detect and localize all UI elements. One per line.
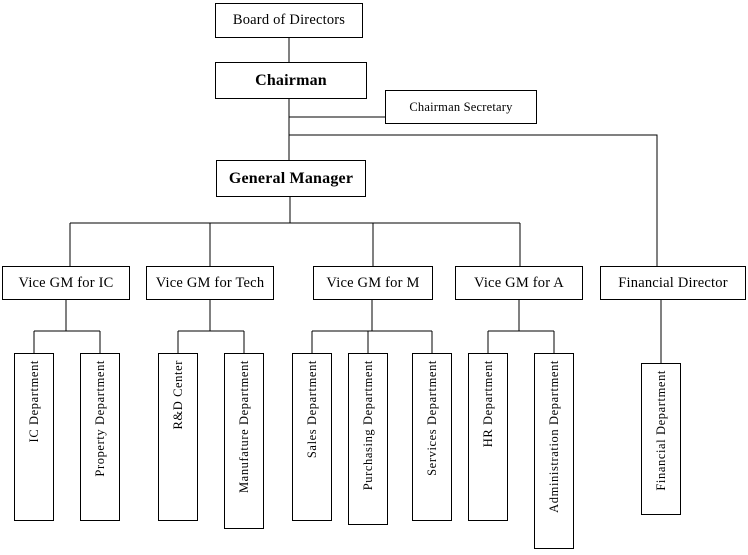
node-label-dept_ic: IC Department xyxy=(26,360,41,443)
node-label-secretary: Chairman Secretary xyxy=(409,99,513,114)
node-label-chairman: Chairman xyxy=(255,71,327,89)
node-dept_serv[interactable]: Services Department xyxy=(412,353,452,521)
node-label-dept_serv: Services Department xyxy=(424,360,439,476)
node-label-dept_fin: Financial Department xyxy=(653,370,668,491)
node-label-fin_director: Financial Director xyxy=(618,274,728,291)
node-vgm_ic[interactable]: Vice GM for IC xyxy=(2,266,130,300)
node-label-dept_rd: R&D Center xyxy=(170,360,185,430)
node-label-vgm_tech: Vice GM for Tech xyxy=(155,274,265,291)
node-dept_prop[interactable]: Property Department xyxy=(80,353,120,521)
node-secretary[interactable]: Chairman Secretary xyxy=(385,90,537,124)
node-dept_ic[interactable]: IC Department xyxy=(14,353,54,521)
node-fin_director[interactable]: Financial Director xyxy=(600,266,746,300)
node-label-vgm_m: Vice GM for M xyxy=(326,274,420,291)
connector-chairman-to-findirector xyxy=(289,134,658,266)
node-dept_sales[interactable]: Sales Department xyxy=(292,353,332,521)
node-label-dept_purch: Purchasing Department xyxy=(360,360,375,491)
node-label-dept_manu: Manufature Department xyxy=(236,360,251,494)
node-chairman[interactable]: Chairman xyxy=(215,62,367,99)
node-dept_admin[interactable]: Administration Department xyxy=(534,353,574,549)
node-label-gm: General Manager xyxy=(228,169,354,187)
node-label-dept_sales: Sales Department xyxy=(304,360,319,459)
node-dept_rd[interactable]: R&D Center xyxy=(158,353,198,521)
node-label-board: Board of Directors xyxy=(232,12,346,29)
node-vgm_tech[interactable]: Vice GM for Tech xyxy=(146,266,274,300)
connector-chairman-to-secretary xyxy=(288,99,385,118)
node-label-dept_admin: Administration Department xyxy=(546,360,561,513)
node-dept_manu[interactable]: Manufature Department xyxy=(224,353,264,529)
node-label-dept_hr: HR Department xyxy=(480,360,495,448)
node-vgm_m[interactable]: Vice GM for M xyxy=(313,266,433,300)
node-label-vgm_ic: Vice GM for IC xyxy=(18,274,114,291)
node-gm[interactable]: General Manager xyxy=(216,160,366,197)
node-dept_hr[interactable]: HR Department xyxy=(468,353,508,521)
node-dept_purch[interactable]: Purchasing Department xyxy=(348,353,388,525)
node-board[interactable]: Board of Directors xyxy=(215,3,363,38)
node-vgm_a[interactable]: Vice GM for A xyxy=(455,266,583,300)
node-label-dept_prop: Property Department xyxy=(92,360,107,477)
node-dept_fin[interactable]: Financial Department xyxy=(641,363,681,515)
node-label-vgm_a: Vice GM for A xyxy=(474,274,564,291)
